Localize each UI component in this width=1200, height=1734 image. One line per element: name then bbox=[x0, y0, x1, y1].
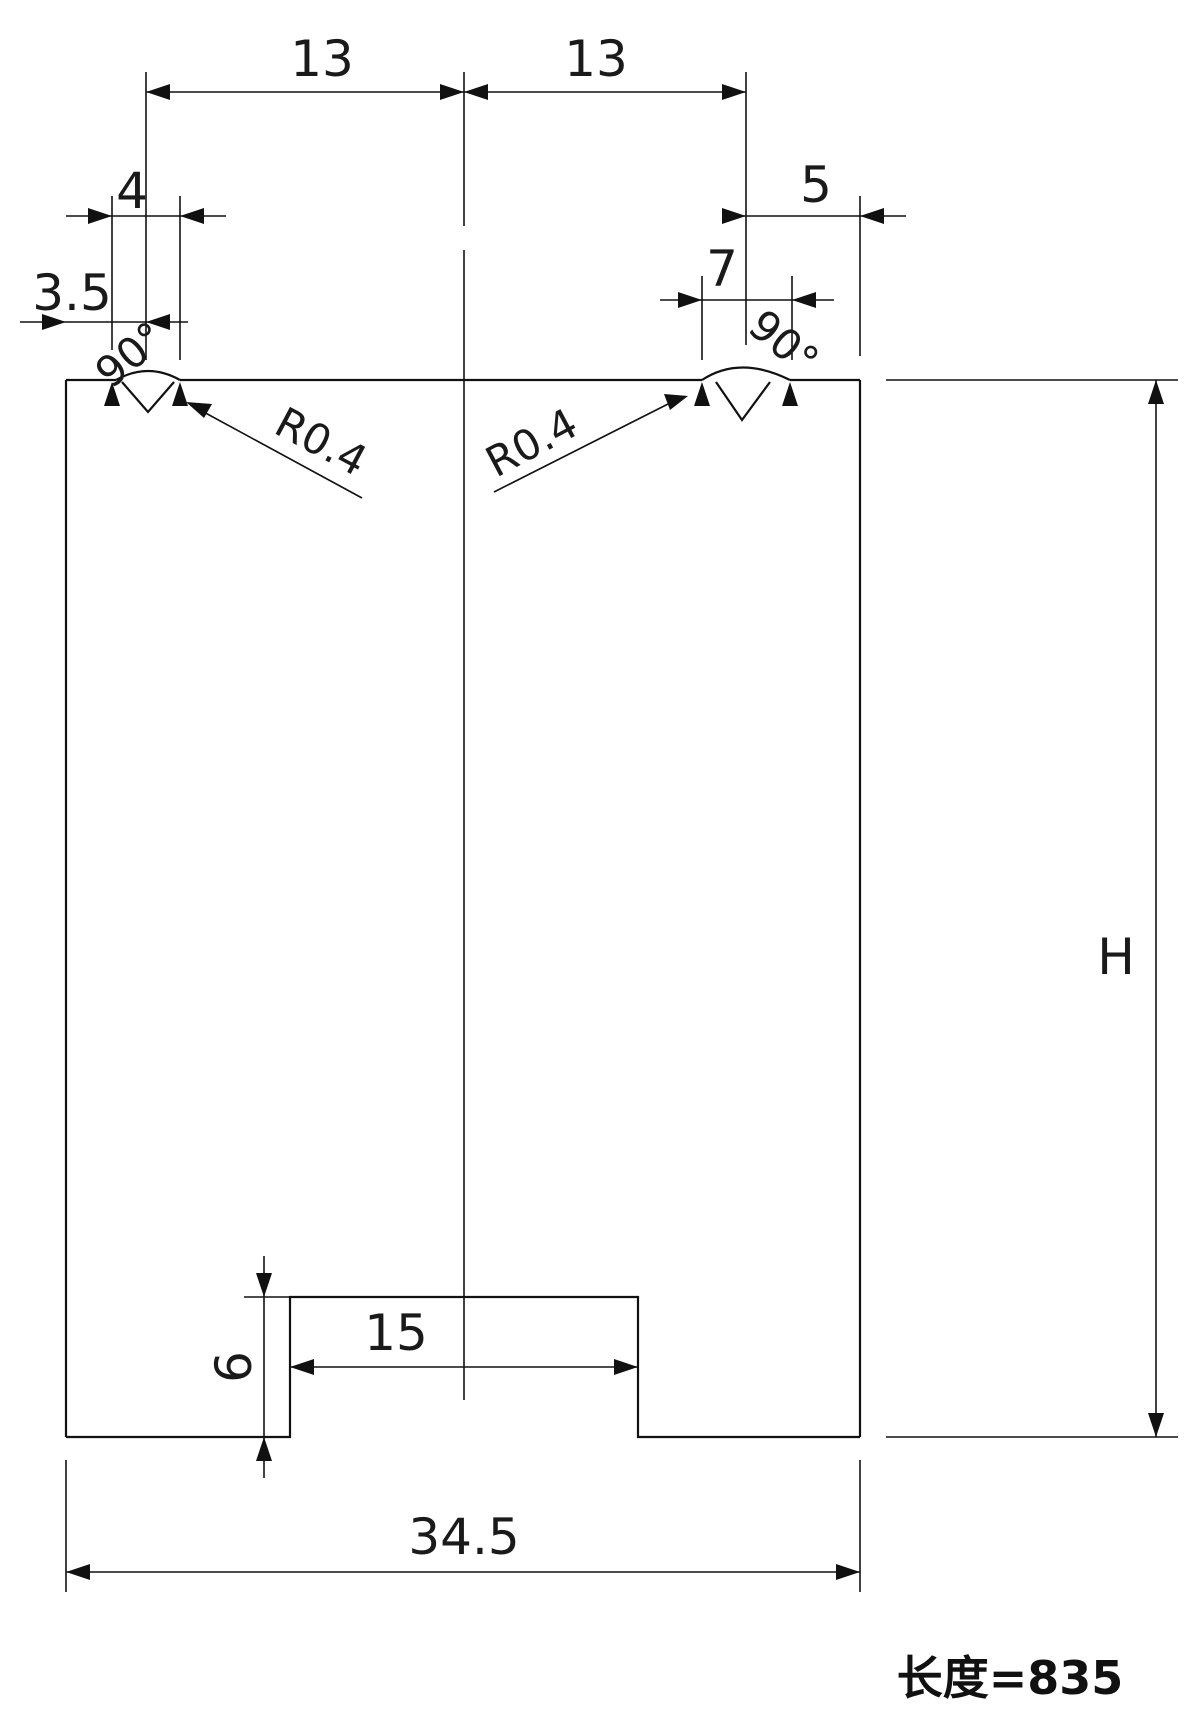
length-note: 长度=835 bbox=[897, 1651, 1124, 1705]
dim-6: 6 bbox=[205, 1351, 263, 1383]
dim-5: 5 bbox=[800, 156, 832, 214]
dim-h: H bbox=[1097, 928, 1135, 986]
dim-slot-depth: 6 bbox=[205, 1256, 290, 1478]
dim-3-5: 3.5 bbox=[32, 264, 112, 322]
dim-angle-right: 90° bbox=[739, 300, 828, 385]
dim-right-notch: 5 7 90° bbox=[660, 156, 906, 406]
dim-13-right: 13 bbox=[564, 30, 628, 88]
dim-radius-left: R0.4 bbox=[186, 398, 375, 499]
dim-height: H bbox=[886, 379, 1178, 1438]
dim-slot-width: 15 bbox=[290, 1304, 638, 1375]
dim-left-notch: 4 3.5 90° bbox=[20, 162, 226, 406]
dim-34-5: 34.5 bbox=[408, 1508, 519, 1566]
dim-4: 4 bbox=[116, 162, 148, 220]
dim-r04-left: R0.4 bbox=[267, 398, 375, 486]
dim-top-13-13: 13 13 bbox=[145, 30, 747, 360]
dim-overall-width: 34.5 bbox=[65, 1460, 861, 1592]
dim-radius-right: R0.4 bbox=[478, 394, 688, 493]
part-outline bbox=[64, 366, 862, 1439]
dim-7: 7 bbox=[706, 240, 738, 298]
dim-13-left: 13 bbox=[290, 30, 354, 88]
dim-15: 15 bbox=[364, 1304, 428, 1362]
